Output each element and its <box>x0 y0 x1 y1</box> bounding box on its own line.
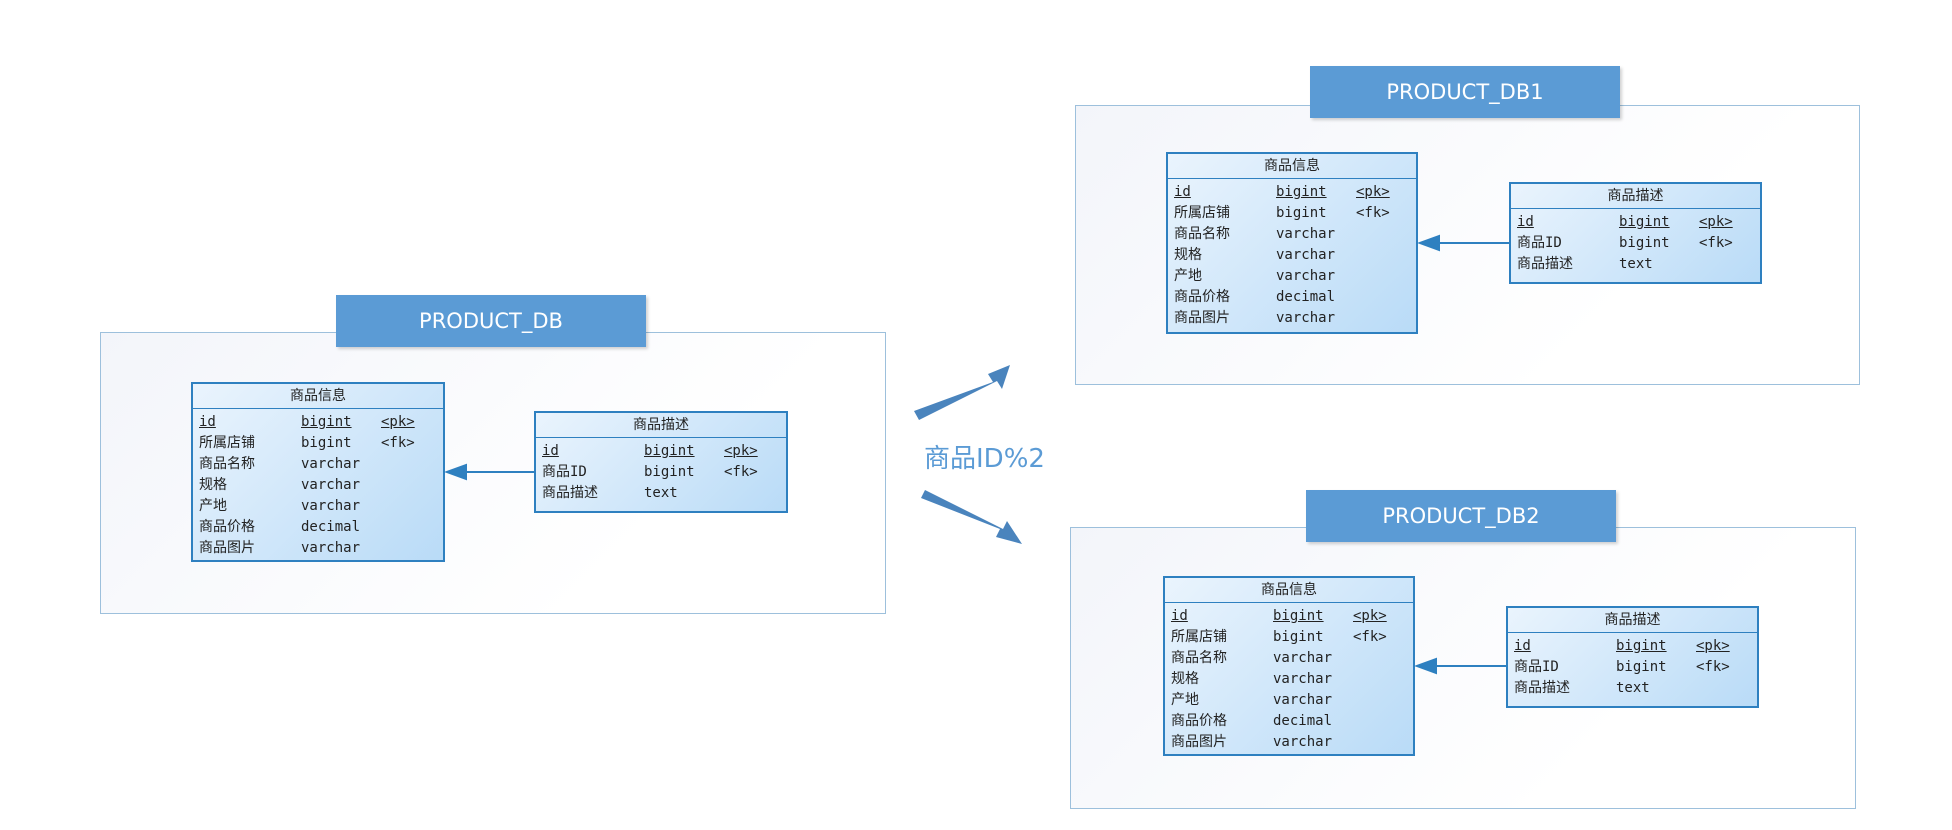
entity-title: 商品描述 <box>1511 184 1760 209</box>
entity-title: 商品描述 <box>1508 608 1757 633</box>
shard-rule-label: 商品ID%2 <box>924 444 1045 474</box>
shard-arrow-down-right <box>921 490 1022 544</box>
database-title-product-db2: PRODUCT_DB2 <box>1306 490 1616 542</box>
entity-title: 商品信息 <box>1165 578 1413 603</box>
entity-title: 商品信息 <box>193 384 443 409</box>
entity-title: 商品信息 <box>1168 154 1416 179</box>
entity-title: 商品描述 <box>536 413 786 438</box>
shard-arrow-up-right <box>914 365 1010 420</box>
database-title-product-db1: PRODUCT_DB1 <box>1310 66 1620 118</box>
database-title-product-db: PRODUCT_DB <box>336 295 646 347</box>
